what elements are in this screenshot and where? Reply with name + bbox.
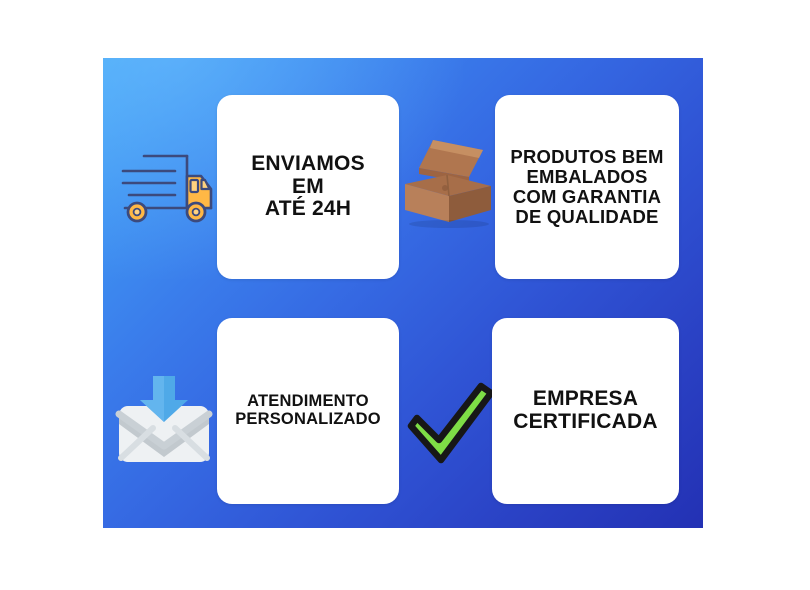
feature-card-packaging: PRODUTOS BEM EMBALADOS COM GARANTIA DE Q… [495, 95, 679, 279]
feature-card-packaging-text: PRODUTOS BEM EMBALADOS COM GARANTIA DE Q… [510, 146, 664, 227]
feature-grid: ENVIAMOS EM ATÉ 24H [103, 58, 703, 528]
feature-card-shipping: ENVIAMOS EM ATÉ 24H [217, 95, 399, 279]
feature-card-support: ATENDIMENTO PERSONALIZADO [217, 318, 399, 504]
feature-card-shipping-text: ENVIAMOS EM ATÉ 24H [251, 151, 365, 221]
promo-banner-panel: ENVIAMOS EM ATÉ 24H [103, 58, 703, 528]
envelope-download-icon [115, 376, 213, 462]
feature-card-certified-text: EMPRESA CERTIFICADA [513, 387, 658, 433]
feature-card-support-text: ATENDIMENTO PERSONALIZADO [235, 392, 381, 428]
green-checkmark-icon [407, 382, 495, 464]
cardboard-box-icon [405, 140, 491, 228]
delivery-truck-icon [121, 154, 213, 223]
feature-card-certified: EMPRESA CERTIFICADA [492, 318, 679, 504]
